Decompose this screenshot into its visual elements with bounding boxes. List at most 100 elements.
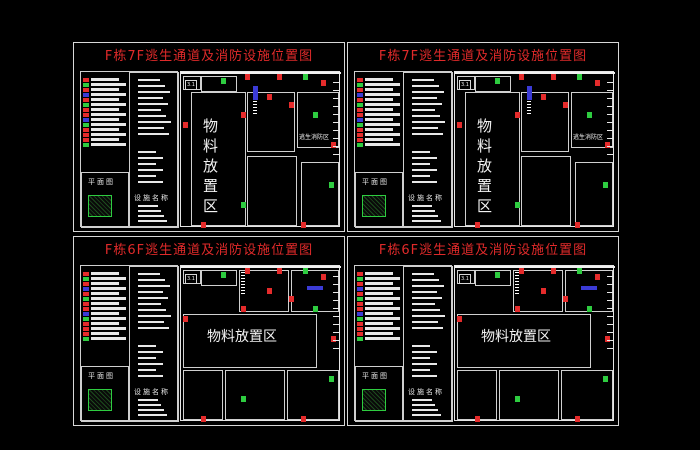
room — [183, 370, 223, 420]
legend-text-line — [365, 292, 393, 295]
legend-text-line — [91, 282, 119, 285]
legend-row-line — [138, 210, 161, 212]
legend-symbol-icon — [83, 317, 89, 321]
legend-row-line — [412, 404, 435, 406]
legend-text-line — [365, 88, 393, 91]
legend-symbol-icon — [83, 272, 89, 276]
legend-symbol-icon — [357, 302, 363, 306]
legend-symbol-icon — [83, 123, 89, 127]
room-tag: 3.1 — [185, 274, 197, 284]
escape-route-line — [607, 348, 613, 349]
escape-route-line — [607, 138, 613, 139]
fire-extinguisher-icon — [201, 416, 206, 422]
mini-map-panel: 平面图 — [81, 366, 129, 422]
legend-symbol-icon — [83, 78, 89, 82]
legend-row-line — [412, 133, 443, 135]
exit-sign-icon — [515, 396, 520, 402]
room — [239, 270, 289, 312]
legend-text-line — [365, 317, 400, 320]
legend-text-line — [91, 292, 119, 295]
escape-route-line — [333, 324, 339, 325]
wall — [181, 72, 341, 74]
mini-map-panel: 平面图 — [355, 366, 403, 422]
fire-extinguisher-icon — [183, 122, 188, 128]
fire-extinguisher-icon — [563, 296, 568, 302]
legend-symbol-icon — [357, 327, 363, 331]
legend-symbol-icon — [357, 143, 363, 147]
fire-extinguisher-icon — [475, 416, 480, 422]
legend-row-line — [412, 109, 435, 111]
legend-text-line — [91, 133, 126, 136]
legend-row-line — [138, 79, 160, 81]
fire-extinguisher-icon — [541, 94, 546, 100]
escape-route-line — [333, 154, 339, 155]
mini-map-caption: 平面图 — [88, 372, 115, 380]
legend-panel: 设施名称平面图 — [80, 71, 179, 228]
fire-extinguisher-icon — [541, 288, 546, 294]
legend-row-line — [138, 357, 156, 359]
room-tag: 3.1 — [459, 274, 471, 284]
escape-route-line — [607, 324, 613, 325]
escape-route-line — [607, 98, 613, 99]
escape-route-line — [333, 130, 339, 131]
fire-extinguisher-icon — [241, 112, 246, 118]
fire-extinguisher-icon — [475, 222, 480, 228]
legend-symbol-icon — [357, 337, 363, 341]
legend-row-line — [138, 91, 170, 93]
legend-text-line — [365, 138, 393, 141]
wall — [455, 266, 615, 268]
legend-text-line — [91, 297, 126, 300]
storage-area-label: 物料放置区 — [207, 329, 277, 345]
legend-row-line — [138, 375, 163, 377]
legend-symbol-icon — [357, 108, 363, 112]
legend-row-line — [412, 327, 443, 329]
legend-sub-panel: 设施名称 — [129, 72, 179, 228]
legend-row-line — [138, 103, 168, 105]
legend-row-line — [138, 205, 158, 207]
storage-area — [465, 92, 520, 226]
room — [247, 156, 297, 226]
legend-row-line — [138, 163, 156, 165]
escape-route-line — [607, 300, 613, 301]
legend-symbol-icon — [357, 133, 363, 137]
legend-row-line — [138, 151, 156, 153]
escape-route-line — [607, 114, 613, 115]
stair-icon — [527, 92, 531, 116]
legend-row-line — [412, 375, 437, 377]
legend-panel: 设施名称平面图 — [354, 265, 453, 422]
room — [575, 162, 613, 226]
site-plan-thumbnail — [362, 389, 386, 411]
legend-symbol-icon — [83, 287, 89, 291]
legend-symbol-icon — [357, 128, 363, 132]
fire-extinguisher-icon — [331, 336, 336, 342]
site-plan-thumbnail — [88, 389, 112, 411]
legend-row-line — [412, 399, 432, 401]
room — [521, 156, 571, 226]
escape-route-line — [607, 308, 613, 309]
fire-extinguisher-icon — [277, 268, 282, 274]
legend-symbol-icon — [83, 322, 89, 326]
legend-text-line — [365, 118, 393, 121]
legend-symbol-icon — [83, 282, 89, 286]
room — [225, 370, 285, 420]
legend-row-line — [412, 215, 438, 217]
site-plan-thumbnail — [88, 195, 112, 217]
fire-extinguisher-icon — [457, 122, 462, 128]
legend-symbol-icon — [83, 292, 89, 296]
escape-route-line — [607, 284, 613, 285]
legend-symbol-icon — [357, 118, 363, 122]
fire-extinguisher-icon — [301, 222, 306, 228]
room — [475, 76, 511, 92]
legend-symbol-icon — [83, 143, 89, 147]
legend-row-line — [412, 285, 444, 287]
legend-row-line — [138, 404, 161, 406]
route-marker — [253, 86, 258, 100]
legend-symbol-icon — [357, 272, 363, 276]
legend-text-line — [365, 322, 393, 325]
exit-sign-icon — [515, 202, 520, 208]
exit-sign-icon — [495, 78, 500, 84]
escape-route-line — [607, 90, 613, 91]
legend-text-line — [365, 287, 400, 290]
room — [521, 92, 569, 152]
